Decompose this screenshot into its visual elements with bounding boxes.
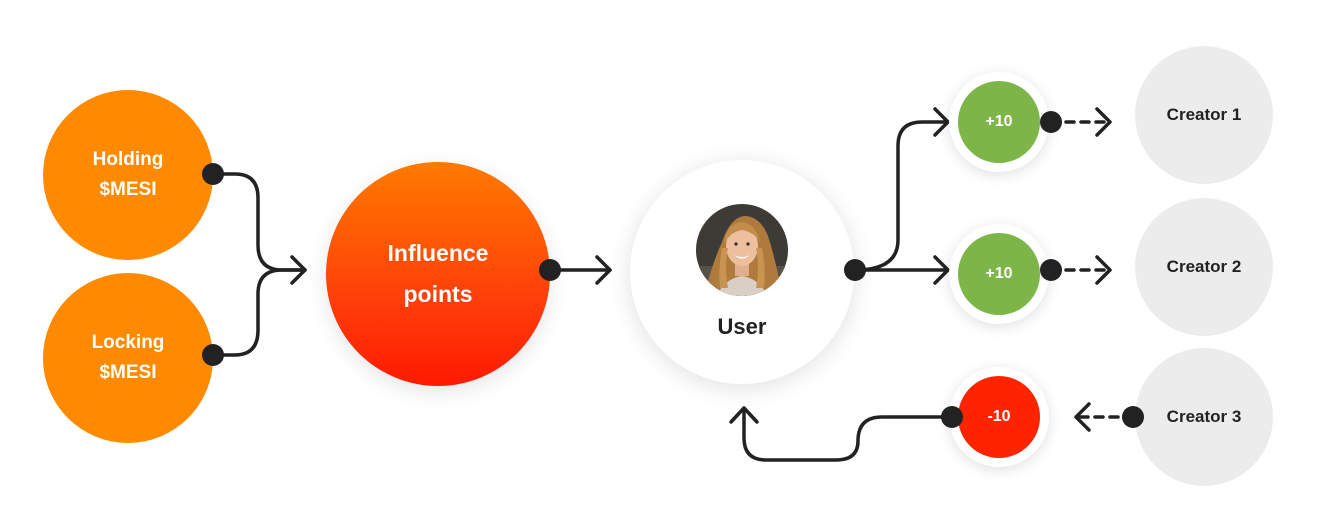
creator-2-node: Creator 2 [1135, 198, 1273, 336]
score-badge: +10 [958, 233, 1040, 315]
locking-label-line1: Locking [91, 332, 165, 353]
arrowhead-score-1 [933, 107, 950, 137]
creator-2-label: Creator 2 [1166, 257, 1242, 276]
connector-dot [539, 259, 561, 281]
connector-score-3-to-user [742, 408, 954, 462]
score-badge-1-ring: +10 [949, 72, 1049, 172]
score-badge-3-ring: -10 [949, 367, 1049, 467]
connector-dot [1040, 259, 1062, 281]
arrowhead-score-3 [1074, 402, 1091, 432]
arrowhead-user [595, 255, 612, 285]
creator-3-node: Creator 3 [1135, 348, 1273, 486]
holding-mesi-node: Holding $MESI [43, 90, 213, 260]
creator-1-node: Creator 1 [1135, 46, 1273, 184]
score-badge-2-ring: +10 [949, 224, 1049, 324]
user-node: User [630, 160, 854, 384]
connector-dot [1040, 111, 1062, 133]
influence-label-line2: points [403, 281, 473, 307]
arrowhead-creator-2 [1095, 255, 1112, 285]
arrowhead-back-to-user [729, 406, 759, 424]
locking-mesi-node: Locking $MESI [43, 273, 213, 443]
holding-label-line1: Holding [92, 149, 164, 170]
holding-label-line2: $MESI [99, 179, 157, 200]
creator-3-label: Creator 3 [1166, 407, 1242, 426]
user-label: User [717, 314, 767, 339]
connector-dot [941, 406, 963, 428]
creator-1-label: Creator 1 [1166, 105, 1242, 124]
influence-label-line1: Influence [387, 240, 489, 266]
score-badge: +10 [958, 81, 1040, 163]
connector-holding-to-influence [211, 172, 307, 272]
arrowhead-creator-1 [1095, 107, 1112, 137]
locking-label-line2: $MESI [99, 362, 157, 383]
connector-user-to-score-1 [853, 120, 950, 272]
connector-locking-to-influence [211, 268, 307, 357]
arrowhead-influence [290, 255, 307, 285]
connector-dot [1122, 406, 1144, 428]
score-badge: -10 [958, 376, 1040, 458]
arrowhead-score-2 [933, 255, 950, 285]
connector-dot [202, 163, 224, 185]
connector-dot [844, 259, 866, 281]
connector-dot [202, 344, 224, 366]
influence-points-node: Influence points [326, 162, 550, 386]
